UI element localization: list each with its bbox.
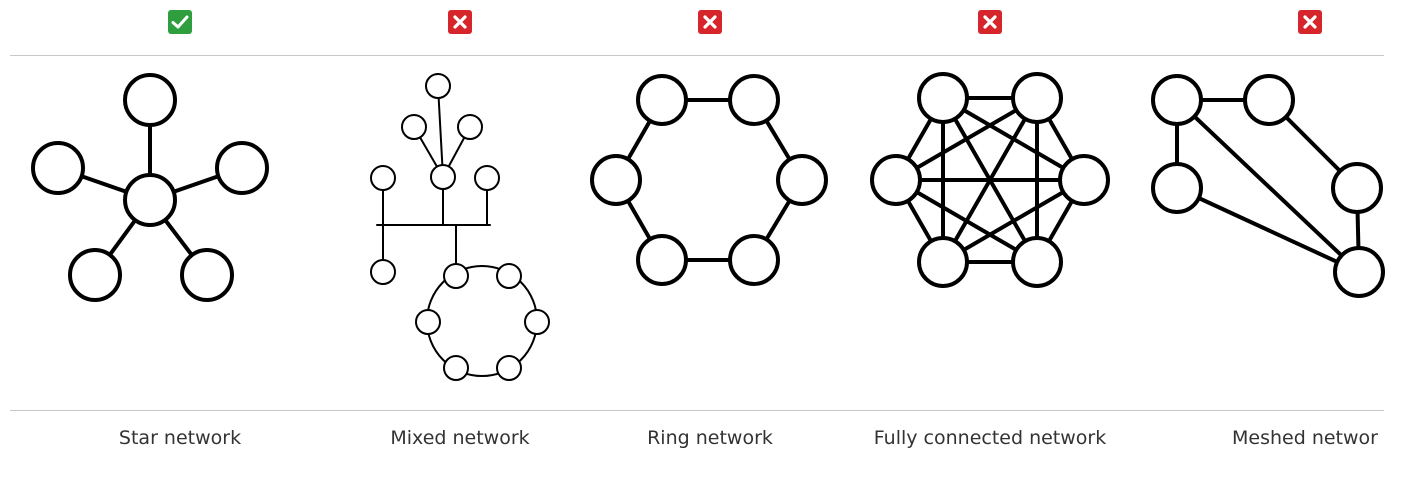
checkmark-icon bbox=[168, 10, 192, 34]
x-icon bbox=[448, 10, 472, 34]
caption-meshed-network: Meshed networ bbox=[1232, 427, 1378, 449]
fully-connected-network-diagram bbox=[870, 72, 1110, 288]
x-icon bbox=[1298, 10, 1322, 34]
right-edge-mask bbox=[1385, 40, 1401, 483]
meshed-network-diagram bbox=[1151, 74, 1385, 298]
star-network-diagram bbox=[31, 73, 269, 302]
bottom-divider bbox=[10, 410, 1384, 411]
caption-fully-connected-network: Fully connected network bbox=[873, 427, 1107, 449]
mixed-network-diagram bbox=[370, 73, 550, 381]
caption-star-network: Star network bbox=[118, 427, 242, 449]
x-icon bbox=[698, 10, 722, 34]
ring-network-diagram bbox=[590, 74, 828, 286]
top-divider bbox=[10, 55, 1384, 56]
x-icon bbox=[978, 10, 1002, 34]
caption-mixed-network: Mixed network bbox=[390, 427, 530, 449]
caption-ring-network: Ring network bbox=[647, 427, 773, 449]
